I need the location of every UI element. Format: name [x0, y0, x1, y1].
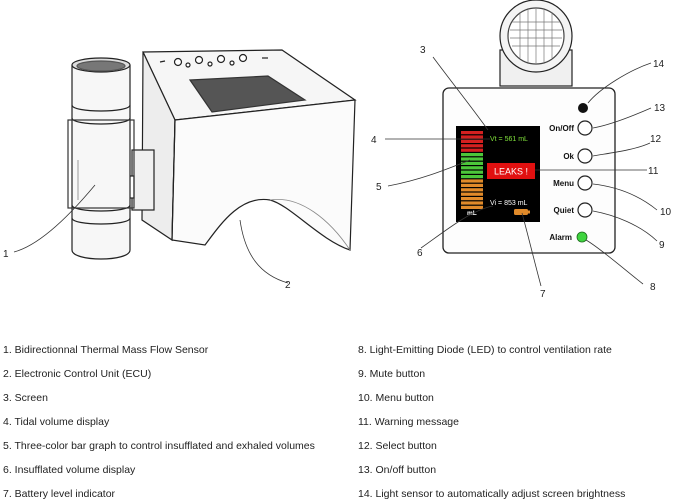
legend-item-8: 8. Light-Emitting Diode (LED) to control…: [358, 344, 612, 356]
onoff-button[interactable]: [577, 120, 593, 136]
callout-1: 1: [3, 249, 9, 260]
legend-left: 1. Bidirectionnal Thermal Mass Flow Sens…: [3, 344, 333, 502]
battery-level-indicator: [514, 209, 530, 215]
legend-item-9: 9. Mute button: [358, 368, 426, 380]
legend-item-6: 6. Insufflated volume display: [3, 464, 136, 476]
bar-segment: [461, 139, 483, 143]
bar-segment: [461, 161, 483, 165]
legend-item-3: 3. Screen: [3, 392, 48, 404]
legend-item-14: 14. Light sensor to automatically adjust…: [358, 488, 626, 500]
light-sensor-housing: [499, 0, 573, 87]
bar-segment: [461, 135, 483, 139]
legend-item-4: 4. Tidal volume display: [3, 416, 110, 428]
callout-2: 2: [285, 280, 291, 291]
legend-item-7: 7. Battery level indicator: [3, 488, 116, 500]
callout-5: 5: [376, 182, 382, 193]
callout-13: 13: [654, 103, 666, 114]
bar-segment: [461, 153, 483, 157]
legend-item-2: 2. Electronic Control Unit (ECU): [3, 368, 152, 380]
bar-segment: [461, 166, 483, 170]
bar-segment: [461, 131, 483, 135]
callout-lines: [13, 56, 658, 287]
screen: Vt = 561 mL LEAKS ! Vi = 853 mL mL: [456, 126, 540, 222]
light-sensor: [578, 103, 588, 113]
menu-button[interactable]: [577, 175, 593, 191]
bar-segment: [461, 201, 483, 205]
legend-item-12: 12. Select button: [358, 440, 437, 452]
callout-10: 10: [660, 207, 672, 218]
bar-segment: [461, 144, 483, 148]
legend-item-10: 10. Menu button: [358, 392, 434, 404]
callout-numbers: 1 2 3 4 5 6 7 8 9 10 11 12 13 14: [3, 45, 672, 300]
bar-segment: [461, 205, 483, 209]
callout-7: 7: [540, 289, 546, 300]
bar-segment: [461, 170, 483, 174]
legend-right: 8. Light-Emitting Diode (LED) to control…: [358, 344, 683, 502]
legend-item-13: 13. On/off button: [358, 464, 437, 476]
callout-8: 8: [650, 282, 656, 293]
bar-segment: [461, 179, 483, 183]
ecu-box: [119, 49, 357, 251]
legend-item-11: 11. Warning message: [358, 416, 459, 428]
ecu-top-screen: [188, 75, 307, 113]
bar-segment: [461, 157, 483, 161]
callout-9: 9: [659, 240, 665, 251]
flow-sensor-tube: [67, 57, 135, 260]
quiet-button[interactable]: [577, 202, 593, 218]
ecu-top-buttons: [159, 53, 268, 68]
ok-button[interactable]: [577, 148, 593, 164]
legend-item-5: 5. Three-color bar graph to control insu…: [3, 440, 315, 452]
three-color-bar-graph: [461, 131, 483, 209]
bar-segment: [461, 175, 483, 179]
warning-message-box: [487, 163, 535, 179]
callout-3: 3: [420, 45, 426, 56]
quiet-label: Quiet: [554, 206, 575, 215]
bar-segment: [461, 197, 483, 201]
callout-14: 14: [653, 59, 665, 70]
legend-item-1: 1. Bidirectionnal Thermal Mass Flow Sens…: [3, 344, 209, 356]
tidal-volume-display: Vt = 561 mL: [490, 136, 528, 143]
device-diagram: Vt = 561 mL LEAKS ! Vi = 853 mL mL On/Of…: [3, 0, 672, 300]
bar-segment: [461, 148, 483, 152]
callout-4: 4: [371, 135, 377, 146]
callout-11: 11: [648, 166, 659, 177]
alarm-led: [576, 231, 588, 243]
insufflated-volume-display: Vi = 853 mL: [490, 200, 528, 207]
menu-label: Menu: [553, 179, 574, 188]
bar-segment: [461, 192, 483, 196]
ok-label: Ok: [563, 152, 574, 161]
warning-message: LEAKS !: [494, 167, 528, 177]
callout-6: 6: [417, 248, 423, 259]
alarm-label: Alarm: [549, 233, 572, 242]
bar-segment: [461, 188, 483, 192]
bar-segment: [461, 183, 483, 187]
callout-12: 12: [650, 134, 662, 145]
control-buttons: On/Off Ok Menu Quiet Alarm: [549, 103, 593, 243]
onoff-label: On/Off: [549, 124, 574, 133]
